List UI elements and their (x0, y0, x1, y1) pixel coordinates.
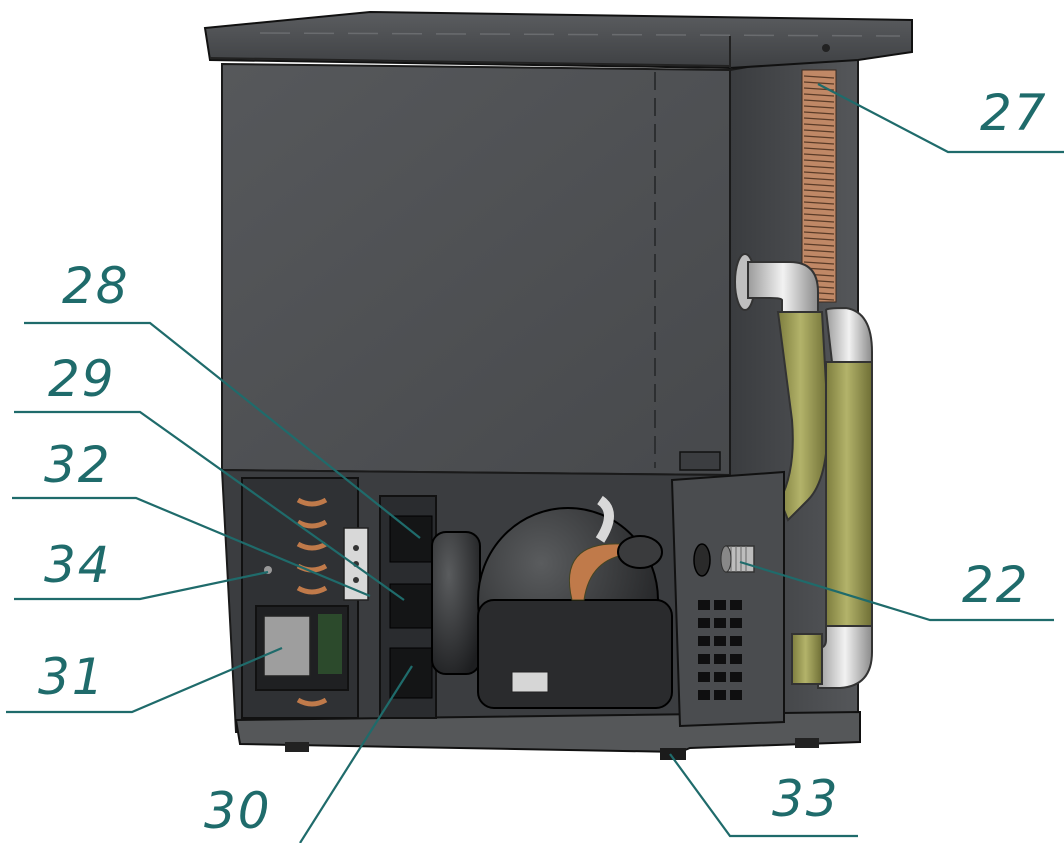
receiver-cylinder (431, 531, 481, 675)
callout-32: 32 (44, 436, 112, 494)
leader-34 (14, 570, 269, 601)
vent-slot (698, 654, 710, 664)
vent-slot (698, 690, 710, 700)
vent-slot (714, 618, 726, 628)
service-panel (670, 451, 785, 728)
leader-32 (12, 496, 371, 598)
relay-stack (379, 495, 437, 719)
copper-loops (296, 497, 328, 707)
controller-display (263, 615, 311, 677)
relay-28 (389, 515, 433, 563)
callout-22: 22 (962, 556, 1030, 614)
leader-27 (817, 83, 1064, 154)
vent-slot (730, 690, 742, 700)
vent-slot (698, 636, 710, 646)
vent-slot (698, 672, 710, 682)
foot-left (285, 742, 309, 752)
vent-slot (730, 654, 742, 664)
rear-panel (221, 62, 731, 477)
leader-22 (739, 560, 1054, 622)
foot-right (795, 738, 819, 748)
vent-slot (698, 600, 710, 610)
leader-28 (24, 321, 421, 539)
leader-lines (6, 83, 1064, 843)
callout-33: 33 (772, 770, 840, 828)
top-lid (203, 10, 913, 70)
leader-33 (669, 753, 858, 838)
vent-slot (714, 690, 726, 700)
leader-31 (6, 646, 283, 714)
vent-slot (714, 636, 726, 646)
leader-30 (299, 665, 413, 843)
threaded-connector (720, 545, 755, 573)
vent-slot (714, 600, 726, 610)
insulated-pipes (734, 253, 873, 689)
vent-slot (698, 618, 710, 628)
foot-front (660, 748, 686, 760)
leader-29 (14, 410, 405, 601)
callout-labels: 27 28 29 32 34 31 30 22 33 (38, 84, 1048, 840)
vent-slot (730, 600, 742, 610)
vent-slot (714, 654, 726, 664)
callout-30: 30 (204, 782, 272, 840)
relay-29 (389, 583, 433, 629)
connector-flange (693, 543, 711, 577)
callout-29: 29 (48, 350, 116, 408)
compressor (431, 495, 673, 709)
callout-34: 34 (44, 536, 112, 594)
vent-slot (730, 636, 742, 646)
callout-31: 31 (38, 648, 106, 706)
vent-slot (714, 672, 726, 682)
vent-slot (730, 618, 742, 628)
condenser-coil (801, 44, 837, 303)
callout-28: 28 (62, 257, 130, 315)
electrical-compartment (241, 477, 369, 719)
vent-slot (730, 672, 742, 682)
callout-27: 27 (980, 84, 1048, 142)
